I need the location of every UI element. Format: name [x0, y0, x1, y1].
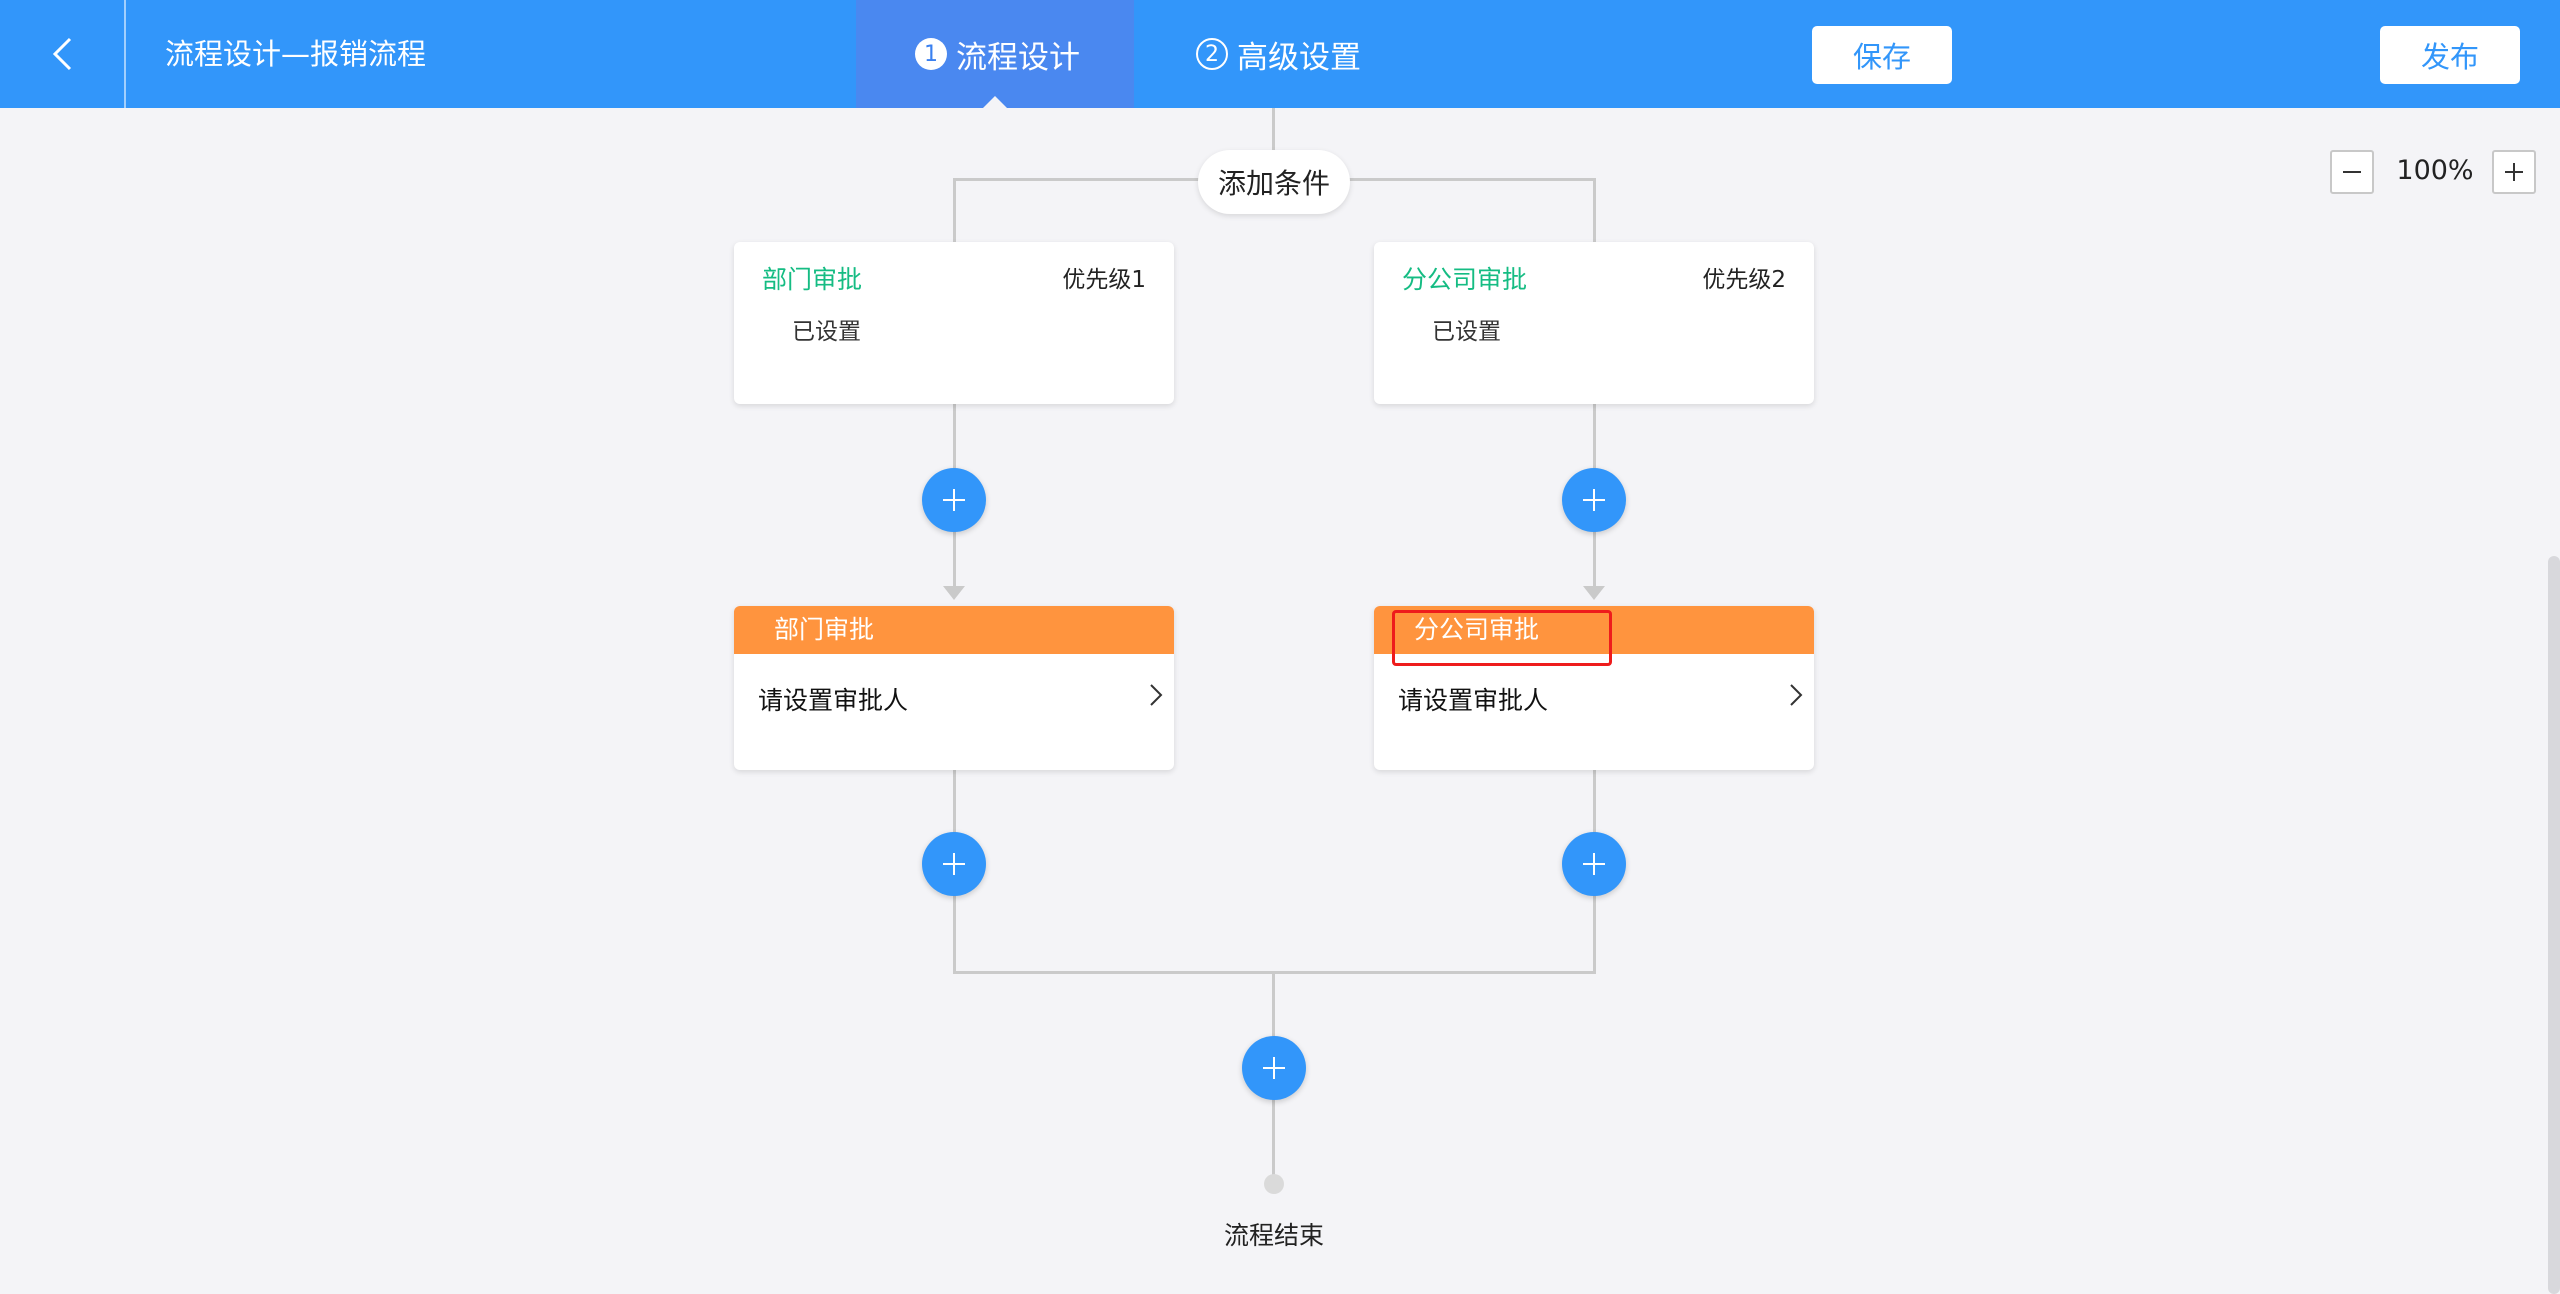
flow-end-label: 流程结束 — [1223, 1221, 1324, 1250]
tab-step-number: 1 — [915, 38, 947, 70]
tab-step-number: 2 — [1196, 38, 1228, 70]
approver-card-department[interactable]: 部门审批 请设置审批人 — [734, 606, 1174, 770]
add-node-button[interactable] — [1562, 832, 1626, 896]
zoom-level: 100% — [2396, 155, 2474, 186]
connector-line — [1272, 108, 1275, 152]
save-button[interactable]: 保存 — [1812, 26, 1952, 84]
minus-icon — [2343, 171, 2361, 173]
zoom-out-button[interactable] — [2330, 150, 2374, 194]
approver-title: 部门审批 — [774, 615, 875, 644]
approver-card-header: 分公司审批 — [1374, 606, 1814, 654]
tab-label: 流程设计 — [956, 39, 1080, 76]
add-condition-button[interactable]: 添加条件 — [1198, 150, 1350, 214]
condition-card-department[interactable]: 部门审批 优先级1 已设置 — [734, 242, 1174, 404]
approver-card-branch-office[interactable]: 分公司审批 请设置审批人 — [1374, 606, 1814, 770]
plus-icon — [1583, 489, 1605, 511]
approver-title: 分公司审批 — [1414, 615, 1540, 644]
add-node-button[interactable] — [922, 468, 986, 532]
tab-advanced-settings[interactable]: 2 高级设置 — [1196, 0, 1361, 108]
plus-icon — [1583, 853, 1605, 875]
tab-flow-design[interactable]: 1 流程设计 — [915, 0, 1080, 108]
condition-title: 分公司审批 — [1402, 265, 1528, 294]
condition-status: 已设置 — [792, 319, 861, 345]
plus-icon — [1263, 1057, 1285, 1079]
page-title: 流程设计—报销流程 — [165, 37, 427, 71]
condition-priority: 优先级2 — [1702, 267, 1786, 293]
add-node-button[interactable] — [1562, 468, 1626, 532]
tab-label: 高级设置 — [1237, 39, 1361, 76]
publish-button[interactable]: 发布 — [2380, 26, 2520, 84]
add-node-button[interactable] — [922, 832, 986, 896]
approver-placeholder: 请设置审批人 — [758, 686, 909, 715]
connector-line — [1593, 178, 1596, 244]
chevron-right-icon — [1790, 684, 1803, 706]
plus-icon — [943, 853, 965, 875]
condition-priority: 优先级1 — [1062, 267, 1146, 293]
condition-status: 已设置 — [1432, 319, 1501, 345]
add-node-button[interactable] — [1242, 1036, 1306, 1100]
header-divider — [124, 0, 126, 108]
vertical-scrollbar[interactable] — [2548, 556, 2560, 1294]
flow-end-dot — [1264, 1174, 1284, 1194]
plus-icon — [2505, 163, 2523, 181]
back-button[interactable] — [0, 0, 124, 108]
approver-card-header: 部门审批 — [734, 606, 1174, 654]
active-tab-caret — [983, 96, 1007, 108]
connector-line — [953, 178, 956, 244]
top-bar — [0, 0, 2560, 108]
approver-placeholder: 请设置审批人 — [1398, 686, 1549, 715]
condition-card-branch-office[interactable]: 分公司审批 优先级2 已设置 — [1374, 242, 1814, 404]
chevron-right-icon — [1150, 684, 1163, 706]
arrow-down-icon — [943, 586, 965, 600]
condition-title: 部门审批 — [762, 265, 863, 294]
arrow-down-icon — [1583, 586, 1605, 600]
zoom-in-button[interactable] — [2492, 150, 2536, 194]
plus-icon — [943, 489, 965, 511]
chevron-left-icon — [52, 37, 72, 71]
tab-active-background — [856, 0, 1134, 108]
